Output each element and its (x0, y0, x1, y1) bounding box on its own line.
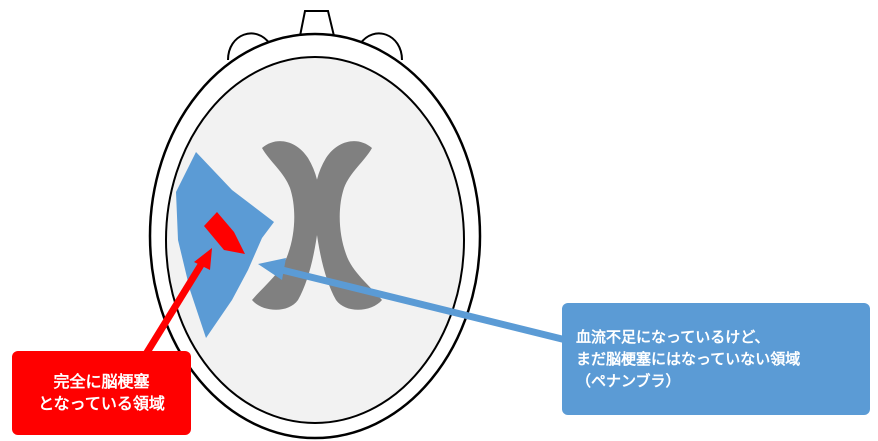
penumbra-label-line-3: （ペナンブラ） (576, 372, 681, 390)
penumbra-label-line-2: まだ脳梗塞にはなっていない領域 (576, 350, 801, 368)
penumbra-region-label: 血流不足になっているけど、 まだ脳梗塞にはなっていない領域 （ペナンブラ） (562, 303, 870, 415)
infarct-label-line-1: 完全に脳梗塞 (53, 372, 150, 391)
penumbra-label-line-1: 血流不足になっているけど、 (576, 328, 770, 346)
penumbra-pointer-arrowhead (258, 258, 286, 280)
right-ear-shape (359, 32, 403, 61)
nose-shape (298, 10, 336, 37)
infarct-pointer-arrowhead (194, 248, 212, 270)
left-ear-shape (227, 32, 271, 61)
left-ventricle-shape (252, 141, 320, 310)
infarct-pointer-arrow-shaft (143, 258, 207, 356)
right-ventricle-shape (314, 141, 382, 310)
infarct-region-label: 完全に脳梗塞 となっている領域 (12, 351, 191, 435)
penumbra-pointer-arrow-shaft (281, 266, 567, 344)
infarct-label-line-2: となっている領域 (38, 394, 165, 413)
infarct-core-region (204, 212, 245, 254)
